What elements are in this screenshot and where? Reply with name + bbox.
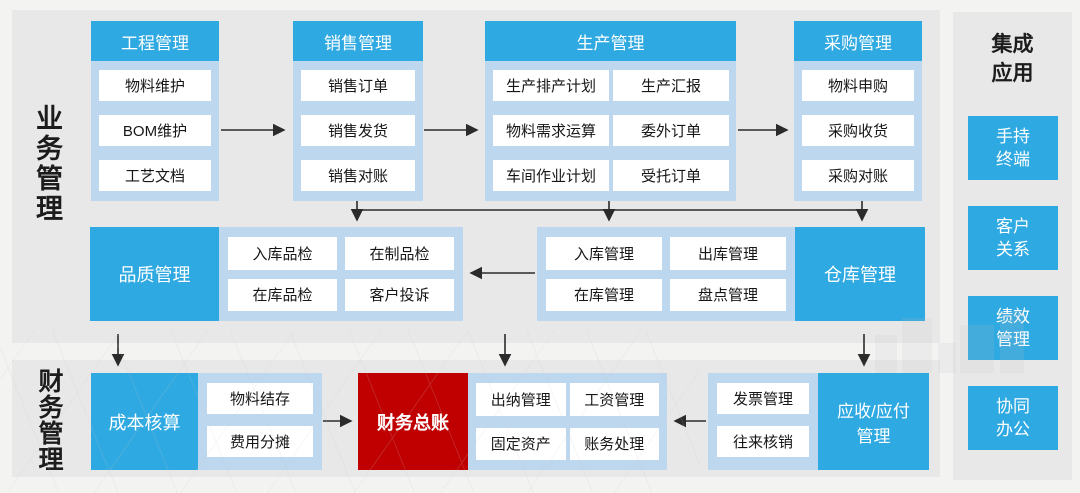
item-sales-reconciliation: 销售对账: [301, 160, 415, 191]
item-consignment-order: 受托订单: [613, 160, 729, 191]
sidebar-item-customer-relations: 客户 关系: [968, 206, 1058, 270]
production-items: 生产排产计划 物料需求运算 车间作业计划 生产汇报 委外订单 受托订单: [485, 61, 736, 200]
receivable-payable-box: 应收/应付 管理: [818, 373, 929, 470]
finance-ops-items: 出纳管理 工资管理 固定资产 账务处理: [468, 373, 667, 470]
item-inprocess-inspection: 在制品检: [345, 237, 454, 270]
item-expense-allocation: 费用分摊: [207, 426, 313, 457]
sales-items: 销售订单 销售发货 销售对账: [293, 61, 423, 200]
item-process-document: 工艺文档: [99, 160, 211, 191]
production-items-col1: 生产排产计划 物料需求运算 车间作业计划: [493, 70, 609, 191]
quality-items: 入库品检 在制品检 在库品检 客户投诉: [219, 227, 463, 321]
quality-management-box: 品质管理: [90, 227, 219, 321]
engineering-management-column: 工程管理 物料维护 BOM维护 工艺文档: [91, 21, 219, 201]
item-customer-complaint: 客户投诉: [345, 278, 454, 311]
finance-section-label: 财务管理: [35, 368, 63, 472]
item-purchase-reconciliation: 采购对账: [802, 160, 914, 191]
item-production-report: 生产汇报: [613, 70, 729, 101]
integration-sidebar-panel: 集成 应用 手持 终端 客户 关系 绩效 管理 协同 办公: [953, 12, 1072, 480]
item-stocktaking-management: 盘点管理: [670, 278, 786, 311]
cost-accounting-box: 成本核算: [91, 373, 198, 470]
procurement-management-column: 采购管理 物料申购 采购收货 采购对账: [794, 21, 922, 201]
production-items-col2: 生产汇报 委外订单 受托订单: [613, 70, 729, 191]
item-production-scheduling: 生产排产计划: [493, 70, 609, 101]
item-cashier-management: 出纳管理: [476, 383, 566, 416]
receivable-items: 发票管理 往来核销: [708, 373, 818, 470]
item-stock-inspection: 在库品检: [228, 278, 337, 311]
sidebar-item-performance-management: 绩效 管理: [968, 296, 1058, 360]
item-material-maintenance: 物料维护: [99, 70, 211, 101]
item-inbound-management: 入库管理: [546, 237, 662, 270]
item-mrp-calculation: 物料需求运算: [493, 115, 609, 146]
sidebar-item-collaborative-office: 协同 办公: [968, 386, 1058, 450]
item-accounting-processing: 账务处理: [569, 427, 659, 460]
cost-items: 物料结存 费用分摊: [198, 373, 322, 470]
item-outsourcing-order: 委外订单: [613, 115, 729, 146]
item-material-balance: 物料结存: [207, 383, 313, 414]
integration-title: 集成 应用: [991, 33, 1034, 85]
sidebar-item-handheld-terminal: 手持 终端: [968, 116, 1058, 180]
item-sales-delivery: 销售发货: [301, 115, 415, 146]
production-header: 生产管理: [485, 21, 736, 61]
item-invoice-management: 发票管理: [717, 383, 809, 414]
item-incoming-inspection: 入库品检: [228, 237, 337, 270]
production-management-column: 生产管理 生产排产计划 物料需求运算 车间作业计划 生产汇报 委外订单 受托订单: [485, 21, 736, 201]
item-purchase-receipt: 采购收货: [802, 115, 914, 146]
item-stock-management: 在库管理: [546, 278, 662, 311]
procurement-header: 采购管理: [794, 21, 922, 61]
item-outbound-management: 出库管理: [670, 237, 786, 270]
item-workshop-plan: 车间作业计划: [493, 160, 609, 191]
procurement-items: 物料申购 采购收货 采购对账: [794, 61, 922, 200]
item-fixed-assets: 固定资产: [476, 427, 566, 460]
general-ledger-box: 财务总账: [358, 373, 468, 470]
engineering-header: 工程管理: [91, 21, 219, 61]
engineering-items: 物料维护 BOM维护 工艺文档: [91, 61, 219, 200]
sales-management-column: 销售管理 销售订单 销售发货 销售对账: [293, 21, 423, 201]
sales-header: 销售管理: [293, 21, 423, 61]
item-bom-maintenance: BOM维护: [99, 115, 211, 146]
item-material-requisition: 物料申购: [802, 70, 914, 101]
item-sales-order: 销售订单: [301, 70, 415, 101]
warehouse-items: 入库管理 出库管理 在库管理 盘点管理: [537, 227, 795, 321]
item-payroll-management: 工资管理: [569, 383, 659, 416]
item-transaction-writeoff: 往来核销: [717, 426, 809, 457]
business-section-label: 业务管理: [32, 104, 62, 224]
warehouse-management-box: 仓库管理: [795, 227, 925, 321]
